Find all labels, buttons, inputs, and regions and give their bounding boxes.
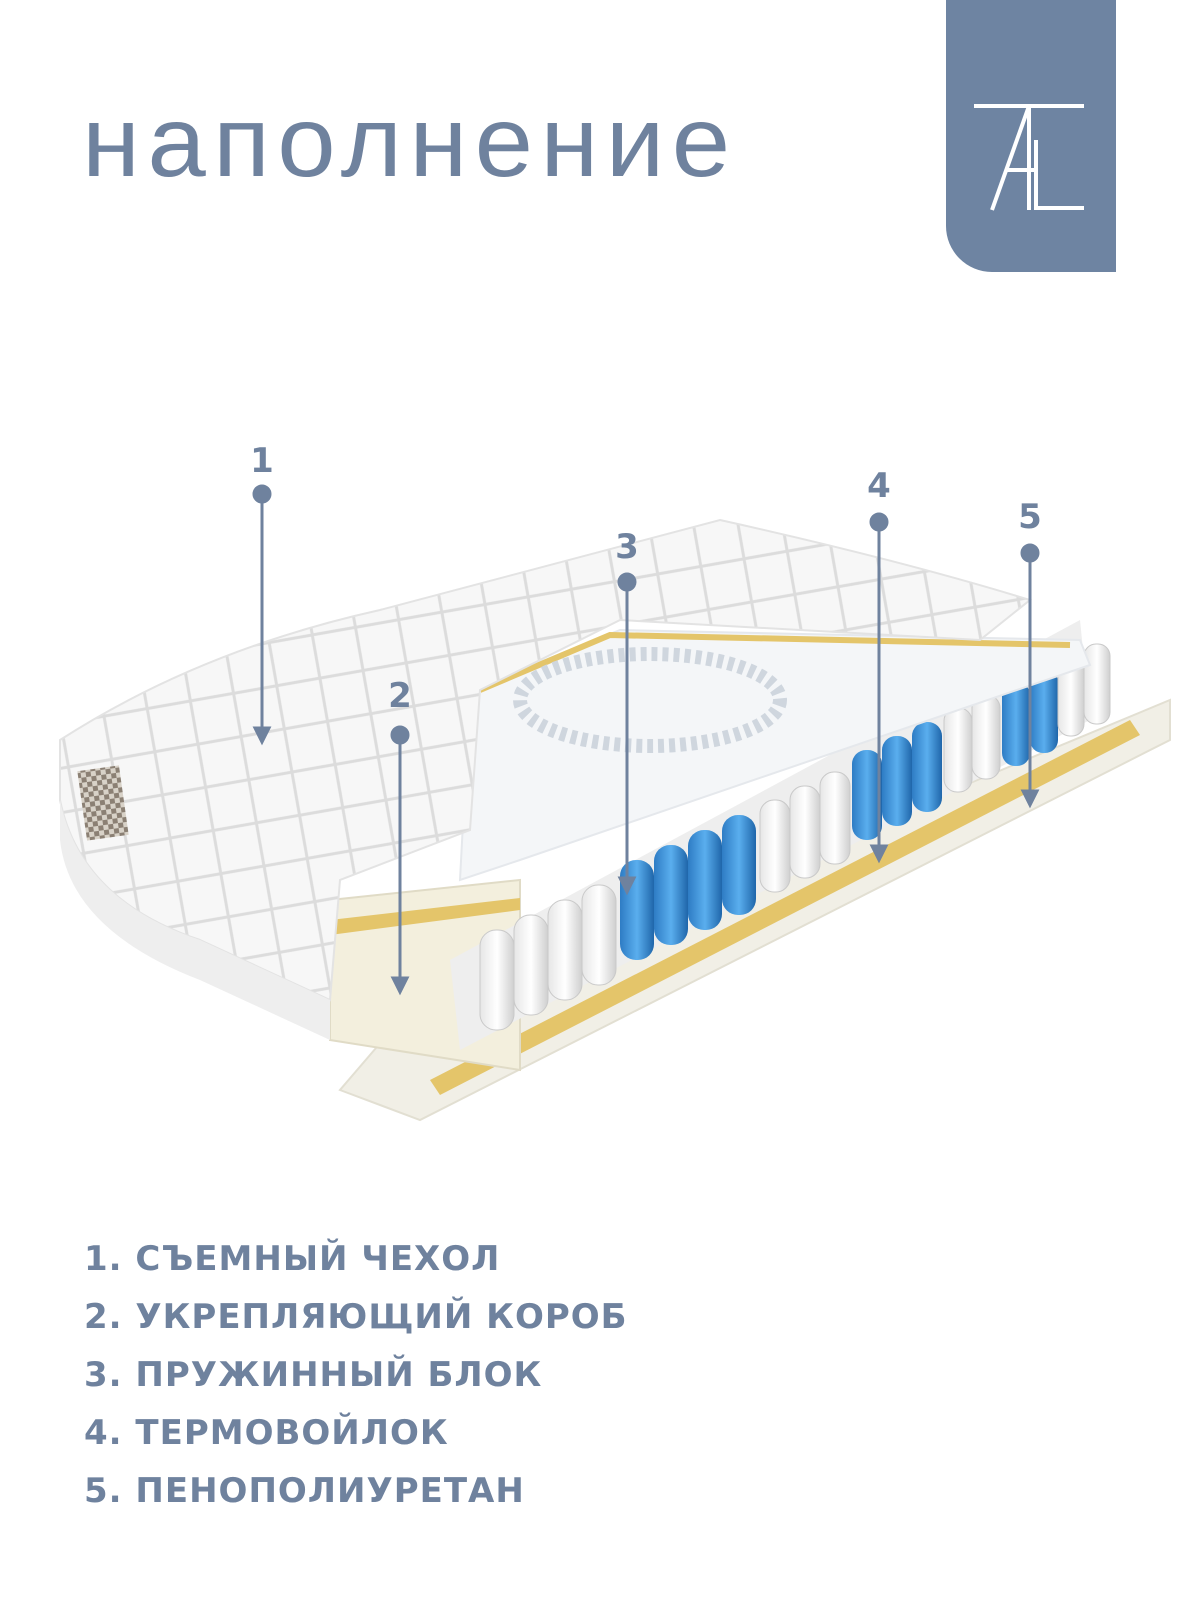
legend-item-reinforcing-box: 2. УКРЕПЛЯЮЩИЙ КОРОБ — [84, 1297, 628, 1337]
callout-4: 4 — [867, 466, 891, 506]
callout-2: 2 — [388, 676, 412, 716]
brand-logo: AL — [946, 0, 1116, 272]
callout-1: 1 — [250, 441, 274, 481]
callout-5: 5 — [1018, 497, 1042, 537]
legend-item-cover: 1. СЪЕМНЫЙ ЧЕХОЛ — [84, 1239, 501, 1279]
callout-3: 3 — [615, 527, 639, 567]
page-title: наполнение — [82, 86, 738, 198]
legend-item-spring-block: 3. ПРУЖИННЫЙ БЛОК — [84, 1355, 543, 1395]
legend-item-thermal-felt: 4. ТЕРМОВОЙЛОК — [84, 1413, 449, 1453]
logo-monogram-icon — [974, 104, 1084, 211]
legend-item-polyurethane-foam: 5. ПЕНОПОЛИУРЕТАН — [84, 1471, 525, 1511]
spring-block — [479, 643, 1111, 1031]
layers-legend: 1. СЪЕМНЫЙ ЧЕХОЛ 2. УКРЕПЛЯЮЩИЙ КОРОБ 3.… — [84, 1230, 628, 1520]
